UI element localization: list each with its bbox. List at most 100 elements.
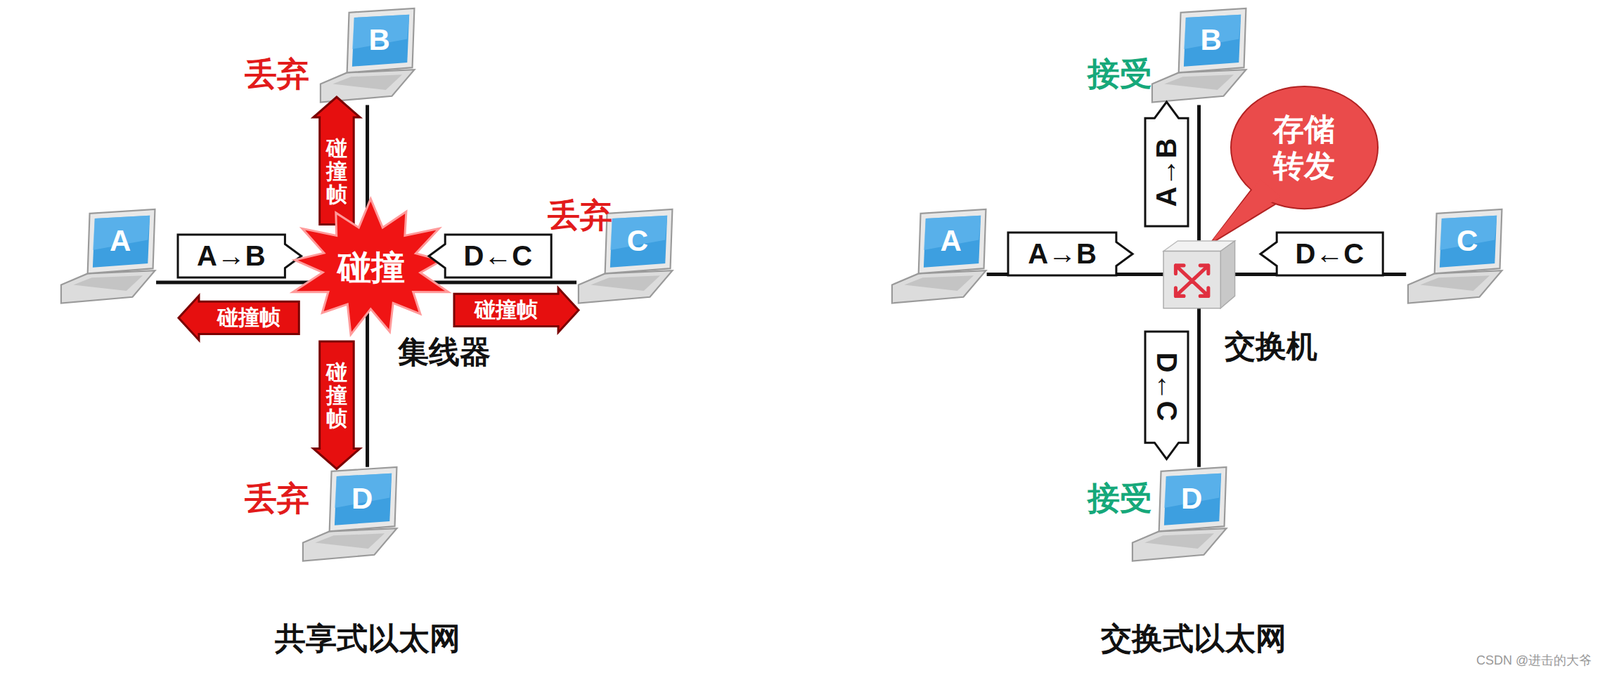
collision-frame-label: 碰撞帧 (474, 295, 538, 325)
laptop-icon (1150, 8, 1248, 106)
frame-label: D←C (1294, 238, 1364, 270)
laptop-keys (332, 74, 403, 90)
node-lap: C (1405, 209, 1503, 307)
switch-icon (1163, 241, 1236, 309)
node-arr: D←C (1260, 232, 1383, 276)
node-arr: A→B (1008, 232, 1133, 276)
laptop-screen (1183, 14, 1241, 67)
switch-label: 交换机 (1224, 326, 1318, 368)
arrow-outline (178, 295, 299, 341)
laptop-base (578, 270, 673, 303)
station-letter: D (351, 482, 373, 516)
laptop-screen (923, 215, 981, 268)
laptop-icon (318, 8, 416, 106)
laptop-base (1152, 69, 1247, 102)
node-arr: A→B (1145, 101, 1189, 227)
station-letter: B (369, 23, 391, 57)
laptop-screen (334, 473, 392, 526)
node-sw: 交换机 (1163, 241, 1236, 309)
laptop-screen-frame (87, 209, 156, 274)
caption: 共享式以太网 (274, 618, 461, 661)
laptop-screen-frame (1178, 8, 1247, 73)
arrow-outline (313, 97, 360, 225)
laptop-screen (352, 14, 410, 67)
arrow-outline (428, 234, 552, 278)
node-arr: A→B (177, 234, 302, 278)
station-letter: B (1200, 23, 1222, 57)
laptop-screen (1439, 215, 1497, 268)
node-lap: A (889, 209, 987, 307)
node-arr: 碰撞帧 (454, 288, 579, 332)
station-letter: C (627, 224, 649, 258)
node-bubble: 存储 转发 (1230, 86, 1378, 209)
network-cable (365, 313, 370, 468)
switch-side (1220, 241, 1235, 309)
laptop-base (892, 270, 987, 303)
node-lap: D (300, 467, 398, 565)
laptop-base (1408, 270, 1503, 303)
switch-front (1163, 250, 1221, 308)
frame-label: A→B (196, 240, 266, 273)
laptop-screen (1164, 473, 1222, 526)
frame-label: D←C (463, 240, 533, 273)
callout-text: 存储 转发 (1271, 111, 1337, 186)
hub-label: 集线器 (397, 331, 491, 374)
status-label: 接受 (1087, 52, 1153, 97)
node-lap: B (318, 8, 416, 106)
station-letter: A (109, 224, 131, 258)
laptop-screen-frame (1434, 209, 1503, 274)
laptop-icon (1405, 209, 1503, 307)
burst-shape (293, 198, 449, 335)
status-label: 丢弃 (547, 194, 613, 238)
node-arr: D←C (428, 234, 552, 278)
node-lap: A (59, 209, 157, 307)
switch-symbol (1175, 265, 1208, 296)
node-arr: D←C (1145, 331, 1189, 460)
node-lap: B (1150, 8, 1248, 106)
arrow-outline (177, 234, 302, 278)
laptop-keys (73, 275, 144, 292)
laptop-keys (904, 275, 974, 292)
laptop-base (302, 528, 398, 561)
network-cable (1197, 307, 1201, 467)
caption: 交换式以太网 (1100, 618, 1287, 661)
frame-label: A→B (1027, 238, 1097, 270)
laptop-screen-frame (347, 8, 415, 73)
arrow-outline (1260, 232, 1383, 276)
node-burst: 碰撞 (287, 198, 455, 337)
frame-label: A→B (1150, 137, 1183, 207)
laptop-screen-frame (1159, 467, 1227, 532)
laptop-icon (300, 467, 398, 565)
laptop-screen (610, 215, 668, 268)
collision-frame-label: 碰撞帧 (326, 360, 348, 431)
laptop-screen-frame (605, 209, 673, 274)
arrow-outline (1145, 331, 1189, 460)
collision-frame-label: 碰撞帧 (326, 136, 348, 206)
callout-bubble (1230, 86, 1378, 209)
arrow-outline (454, 288, 579, 333)
network-cable (1197, 105, 1201, 242)
station-letter: C (1456, 224, 1478, 258)
frame-label: D←C (1150, 352, 1183, 422)
laptop-base (1132, 528, 1227, 561)
laptop-keys (1164, 74, 1234, 90)
arrow-outline (313, 341, 360, 469)
laptop-keys (1420, 275, 1491, 292)
laptop-icon (889, 209, 987, 307)
laptop-base (61, 270, 156, 303)
laptop-icon (59, 209, 157, 307)
node-arr: 碰撞帧 (178, 296, 299, 340)
laptop-screen-frame (918, 209, 986, 274)
laptop-keys (1145, 533, 1215, 550)
collision-frame-label: 碰撞帧 (217, 303, 281, 333)
laptop-screen (92, 215, 150, 268)
status-label: 接受 (1087, 477, 1153, 521)
laptop-keys (315, 533, 386, 550)
station-letter: D (1181, 482, 1203, 516)
node-arr: 碰撞帧 (314, 341, 360, 469)
arrow-outline (1008, 232, 1133, 276)
watermark: CSDN @进击的大爷 (1476, 652, 1592, 670)
node-arr: 碰撞帧 (314, 97, 360, 225)
station-letter: A (939, 224, 961, 258)
